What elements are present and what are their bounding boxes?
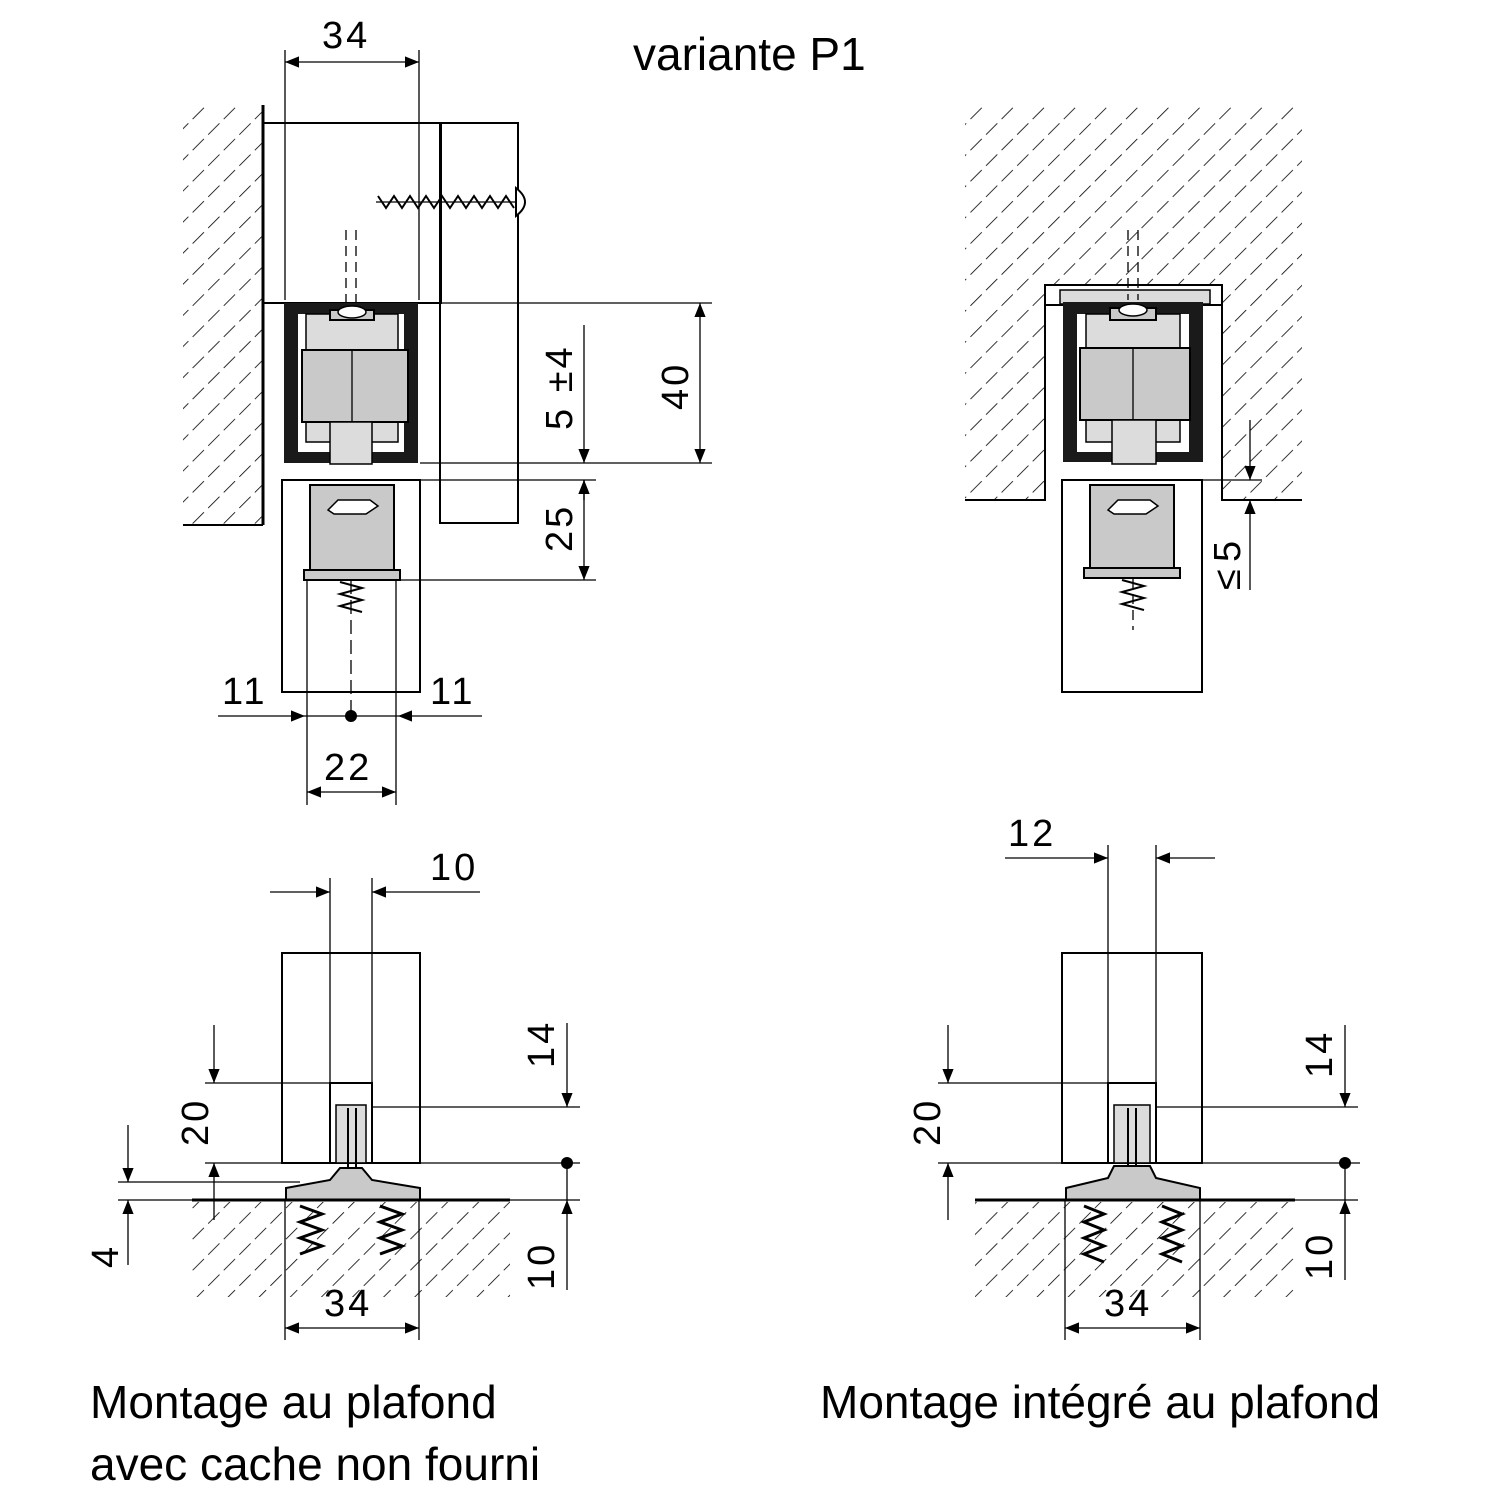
dim-top-34: 34: [322, 15, 370, 57]
screw-icon: [295, 1204, 407, 1256]
wall-hatch: [183, 105, 263, 525]
door-leaf-2: [1061, 479, 1203, 693]
dim-br-34: 34: [1104, 1283, 1152, 1325]
dim-11-right: 11: [430, 671, 475, 713]
dim-bl-4: 4: [85, 1244, 127, 1268]
top-left-assembly: 34 40 5 ±4 25 11 11 22: [183, 15, 712, 805]
dim-bl-10-top: 10: [430, 847, 478, 889]
dim-br-10: 10: [1299, 1232, 1341, 1280]
floor-hatch-2: [975, 1202, 1295, 1297]
bottom-left-section: 10 20 14 10 4 34: [85, 847, 580, 1340]
door-bracket: [309, 484, 395, 578]
dim-bl-14: 14: [521, 1020, 563, 1068]
dim-25: 25: [539, 504, 581, 552]
wood-block: [262, 122, 442, 304]
dim-bl-34: 34: [324, 1283, 372, 1325]
screw-icon: [1079, 1204, 1187, 1264]
trolley-wheel-2: [1079, 347, 1191, 421]
dim-br-20: 20: [907, 1098, 949, 1146]
caption-right-line1: Montage intégré au plafond: [820, 1376, 1380, 1428]
dim-recess-5: 5: [1207, 538, 1249, 562]
caption-left-line1: Montage au plafond: [90, 1376, 497, 1428]
dim-22: 22: [324, 747, 372, 789]
top-right-assembly: 5 ≤: [965, 105, 1302, 693]
ceiling-hatch: [965, 105, 1302, 500]
dim-11-left: 11: [222, 671, 267, 713]
dim-bl-20: 20: [175, 1098, 217, 1146]
dim-br-12: 12: [1008, 813, 1056, 855]
bottom-right-section: 12 20 14 10 34: [907, 813, 1360, 1340]
floor-guide-2: [1065, 1165, 1201, 1201]
dim-40: 40: [655, 362, 697, 410]
caption-left-line2: avec cache non fourni: [90, 1438, 540, 1490]
screw-icon: [376, 185, 526, 219]
diagram-title: variante P1: [633, 28, 866, 80]
floor-hatch: [192, 1202, 510, 1297]
floor-guide: [285, 1167, 421, 1201]
dim-bl-10-bottom: 10: [521, 1242, 563, 1290]
trolley-wheel: [301, 349, 409, 423]
dim-br-14: 14: [1299, 1030, 1341, 1078]
door-panel: [439, 122, 519, 524]
dim-5pm4: 5 ±4: [539, 344, 581, 430]
dim-recess-symbol: ≤: [1207, 566, 1249, 590]
